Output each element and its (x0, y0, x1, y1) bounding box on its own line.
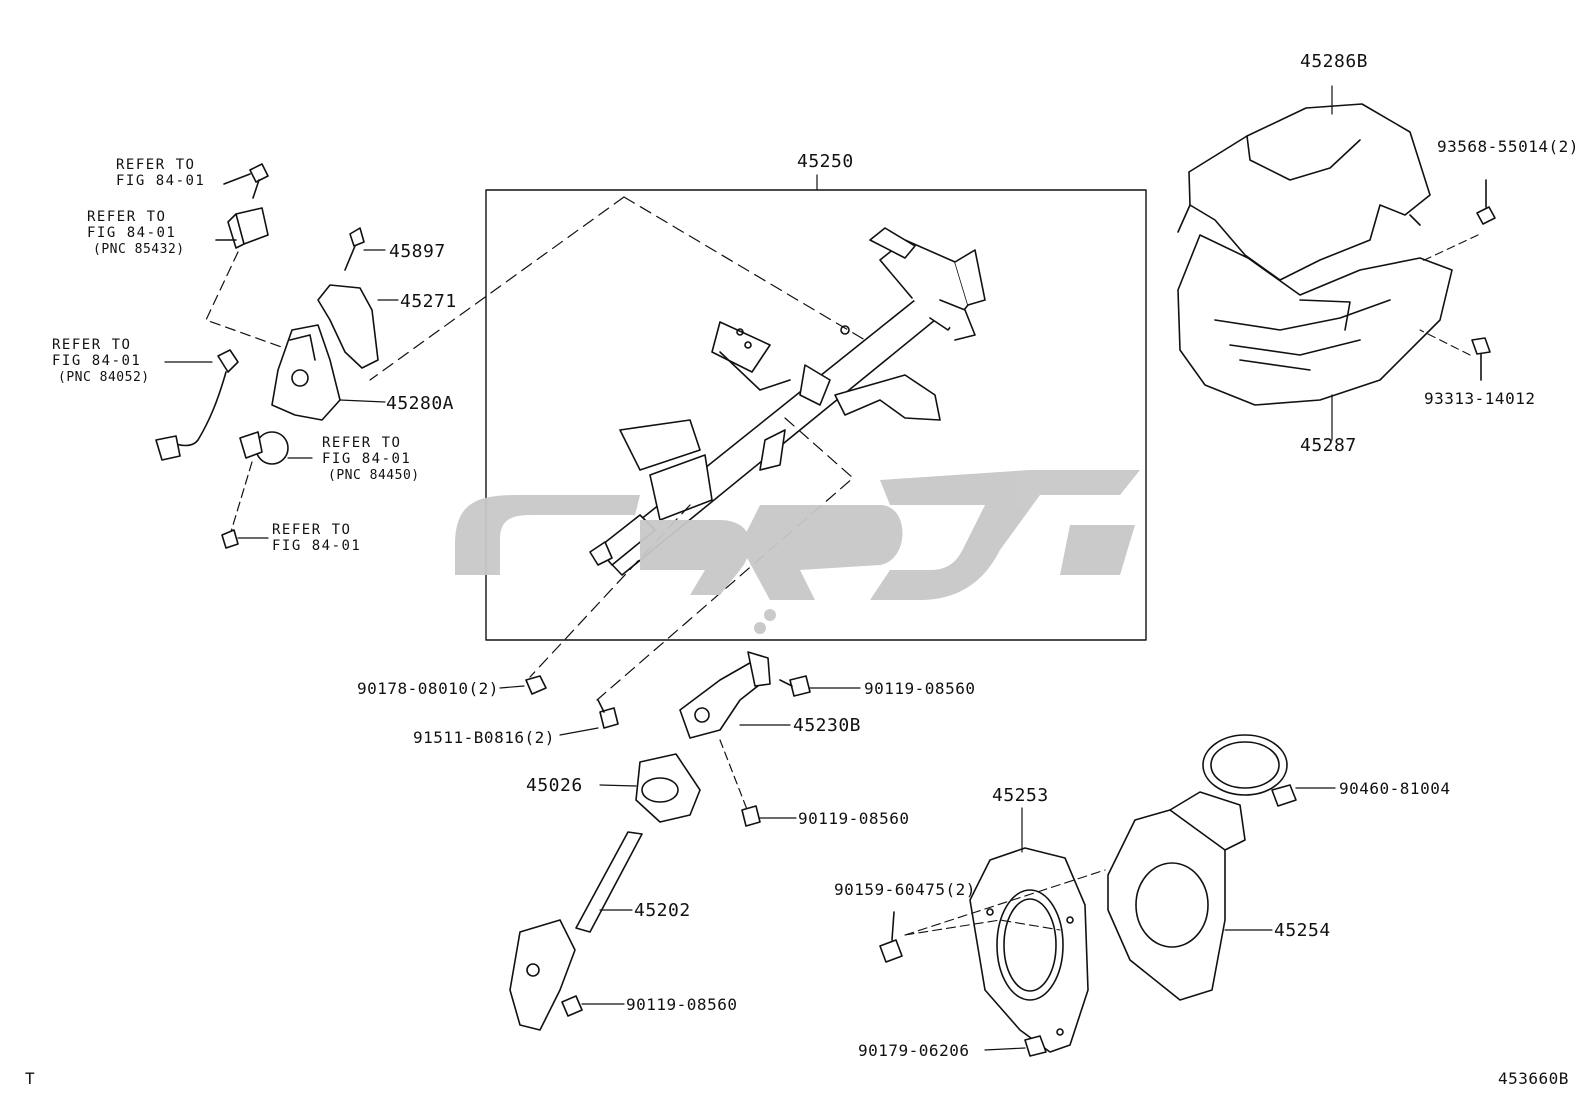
screw-lower-left-icon (221, 529, 269, 549)
column-cover-upper (1177, 103, 1431, 281)
bolt-90119-lower-icon (561, 995, 625, 1017)
fastener-label-90159: 90159-60475(2) (834, 880, 976, 899)
part-label-45253: 45253 (992, 785, 1049, 806)
refer-note-5-line1: REFER TO (272, 522, 352, 538)
lock-housing-45280A (271, 324, 386, 421)
column-cover-lower (1177, 234, 1453, 406)
fastener-label-90178: 90178-08010(2) (357, 679, 499, 698)
refer-note-2-line3: (PNC 85432) (93, 242, 185, 257)
steering-column-tube (589, 227, 986, 576)
fastener-label-93568: 93568-55014(2) (1437, 137, 1579, 156)
part-label-45287: 45287 (1300, 435, 1357, 456)
part-label-45286B: 45286B (1300, 51, 1369, 72)
ignition-switch-icon (239, 431, 313, 465)
fastener-label-90179: 90179-06206 (858, 1041, 970, 1060)
watermark-logo (455, 470, 1140, 634)
part-label-45280A: 45280A (386, 393, 455, 414)
bolt-45897-icon (344, 227, 386, 271)
clamp-ring-90460 (1202, 734, 1336, 807)
column-assembly-frame (485, 189, 1147, 641)
bolt-icon-top-left (223, 163, 269, 199)
refer-note-5-line2: FIG 84-01 (272, 538, 362, 554)
fastener-label-90119-upper: 90119-08560 (864, 679, 976, 698)
part-label-45897: 45897 (389, 241, 446, 262)
part-label-45250: 45250 (797, 151, 854, 172)
part-label-45202: 45202 (634, 900, 691, 921)
refer-note-1-line1: REFER TO (116, 157, 196, 173)
part-label-45271: 45271 (400, 291, 457, 312)
refer-note-4-line3: (PNC 84450) (328, 468, 420, 483)
refer-note-2-line1: REFER TO (87, 209, 167, 225)
bracket-45271 (317, 284, 399, 369)
fastener-label-90119-middle: 90119-08560 (798, 809, 910, 828)
fastener-label-93313: 93313-14012 (1424, 389, 1536, 408)
bolt-91511-icon (559, 699, 619, 736)
corner-mark: T (25, 1069, 36, 1088)
sensor-wire-icon (155, 349, 239, 461)
bolt-90119-upper-icon (779, 675, 861, 697)
boot-45026 (599, 753, 701, 823)
connector-block-icon (215, 207, 269, 249)
nut-90178-icon (499, 675, 547, 695)
fastener-label-90460: 90460-81004 (1339, 779, 1451, 798)
bolt-90119-middle-icon (741, 805, 797, 827)
part-label-45026: 45026 (526, 775, 583, 796)
intermediate-shaft-45202 (509, 831, 643, 1031)
fastener-label-91511: 91511-B0816(2) (413, 728, 555, 747)
screw-93568-icon (1476, 179, 1496, 225)
refer-note-4-line2: FIG 84-01 (322, 451, 412, 467)
part-label-45254: 45254 (1274, 920, 1331, 941)
fastener-label-90119-lower: 90119-08560 (626, 995, 738, 1014)
hole-cover-45253 (969, 807, 1089, 1053)
refer-note-1-line2: FIG 84-01 (116, 173, 206, 189)
screw-93313-icon (1471, 337, 1491, 381)
refer-note-2-line2: FIG 84-01 (87, 225, 177, 241)
part-label-45230B: 45230B (793, 715, 862, 736)
bolt-90159-icon (879, 911, 903, 963)
refer-note-3-line3: (PNC 84052) (58, 370, 150, 385)
seal-45254 (1107, 791, 1273, 1001)
refer-note-3-line2: FIG 84-01 (52, 353, 142, 369)
refer-note-4-line1: REFER TO (322, 435, 402, 451)
universal-joint-45230B (679, 651, 791, 739)
figure-code: 453660B (1498, 1069, 1569, 1088)
nut-90179-icon (984, 1035, 1047, 1057)
refer-note-3-line1: REFER TO (52, 337, 132, 353)
